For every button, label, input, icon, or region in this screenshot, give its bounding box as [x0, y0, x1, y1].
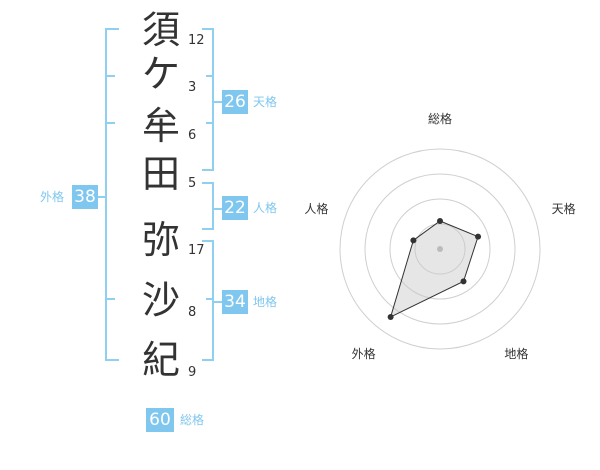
gaikaku-bracket-bottom — [105, 359, 119, 361]
tenkaku-bracket-bottom — [202, 169, 214, 171]
radar-point-2 — [475, 233, 482, 240]
stroke-count-1: 12 — [188, 33, 205, 48]
radar-point-3 — [460, 278, 467, 285]
bracket-tick — [105, 122, 115, 124]
name-char-5: 弥 — [141, 218, 180, 262]
chikaku-bracket-bottom — [202, 359, 214, 361]
tenkaku-bracket — [212, 28, 214, 171]
stroke-count-7: 9 — [188, 365, 197, 380]
jinkaku-bracket — [212, 182, 214, 230]
bracket-tick — [105, 75, 115, 77]
radar-grid-ring — [339, 148, 541, 350]
name-char-6: 沙 — [141, 278, 180, 322]
stroke-count-4: 5 — [188, 176, 197, 191]
jinkaku-bracket-bottom — [202, 228, 214, 230]
name-char-1: 須 — [141, 8, 180, 52]
gaikaku-connector — [98, 196, 107, 198]
radar-point-4 — [387, 313, 394, 320]
bracket-tick — [206, 122, 214, 124]
radar-axis-label-1: 総格 — [428, 111, 452, 126]
radar-axis-label-4: 外格 — [352, 346, 376, 361]
radar-axis-label-3: 地格 — [504, 346, 528, 361]
radar-center — [437, 246, 443, 252]
chikaku-bracket — [212, 240, 214, 361]
radar-axis-label-2: 天格 — [552, 201, 576, 216]
tenkaku-bracket-top — [202, 28, 214, 30]
bracket-tick — [206, 298, 214, 300]
chikaku-value: 34 — [222, 290, 248, 314]
name-char-2: ケ — [141, 52, 180, 96]
stroke-count-5: 17 — [188, 243, 205, 258]
jinkaku-connector — [212, 208, 222, 210]
gaikaku-bracket — [105, 28, 107, 361]
chikaku-connector — [212, 301, 222, 303]
tenkaku-label: 天格 — [253, 95, 278, 109]
name-char-3: 牟 — [141, 104, 180, 148]
radar-grid-ring — [389, 198, 491, 300]
name-char-4: 田 — [141, 152, 180, 196]
tenkaku-value: 26 — [222, 90, 248, 114]
chikaku-label: 地格 — [253, 295, 278, 309]
radar-grid-ring — [364, 173, 516, 325]
bracket-tick — [206, 75, 214, 77]
radar-point-1 — [437, 218, 443, 224]
radar-point-5 — [410, 237, 417, 244]
radar-area — [389, 220, 479, 318]
jinkaku-bracket-top — [202, 182, 214, 184]
stroke-count-2: 3 — [188, 80, 197, 95]
jinkaku-value: 22 — [222, 196, 248, 220]
soukaku-label: 総格 — [180, 413, 205, 427]
gaikaku-value: 38 — [72, 185, 98, 209]
gaikaku-bracket-top — [105, 28, 119, 30]
bracket-tick — [105, 298, 115, 300]
radar-axis-label-5: 人格 — [304, 201, 328, 216]
soukaku-value: 60 — [146, 408, 174, 432]
name-char-7: 紀 — [141, 338, 180, 382]
tenkaku-connector — [212, 101, 222, 103]
stroke-count-3: 6 — [188, 128, 197, 143]
stroke-count-6: 8 — [188, 305, 197, 320]
jinkaku-label: 人格 — [253, 201, 278, 215]
gaikaku-label: 外格 — [40, 190, 65, 204]
chikaku-bracket-top — [202, 240, 214, 242]
